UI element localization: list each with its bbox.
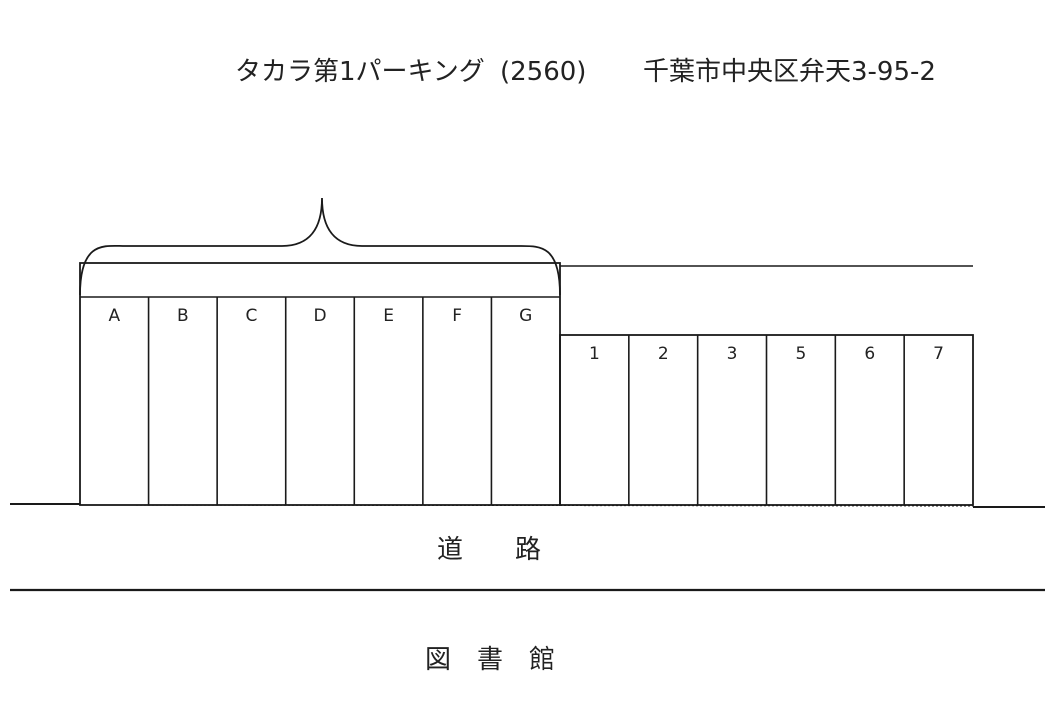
large-lot-slot-B: B — [177, 306, 189, 326]
small-lot-slot-1: 1 — [589, 344, 600, 364]
large-lot-slot-C: C — [245, 306, 257, 326]
large-lot-slot-E: E — [383, 306, 394, 326]
small-lot-slot-labels: 1 2 3 5 6 7 — [589, 344, 944, 364]
large-lot-outline — [79, 262, 561, 506]
small-lot-slot-3: 3 — [727, 344, 738, 364]
large-lot-slot-F: F — [452, 306, 462, 326]
road-label: 道 路 — [437, 535, 541, 565]
parking-name: タカラ第1パーキング — [235, 57, 485, 87]
library-label: 図 書 館 — [425, 645, 555, 675]
small-lot-slot-6: 6 — [864, 344, 875, 364]
small-lot-dividers — [628, 335, 905, 505]
parking-address: 千葉市中央区弁天3-95-2 — [643, 57, 936, 87]
large-lot-slot-G: G — [519, 306, 532, 326]
large-lot-dividers — [147, 297, 493, 505]
group-brace — [79, 197, 561, 296]
large-lot-slot-labels: A B C D E F G — [108, 306, 532, 326]
small-lot-slot-2: 2 — [658, 344, 669, 364]
large-lot-slot-A: A — [108, 306, 120, 326]
lot-entrance-line — [79, 504, 974, 507]
small-lot-slot-5: 5 — [796, 344, 807, 364]
small-lot-slot-7: 7 — [933, 344, 944, 364]
parking-code: (2560) — [500, 57, 586, 87]
large-lot-slot-D: D — [313, 306, 326, 326]
